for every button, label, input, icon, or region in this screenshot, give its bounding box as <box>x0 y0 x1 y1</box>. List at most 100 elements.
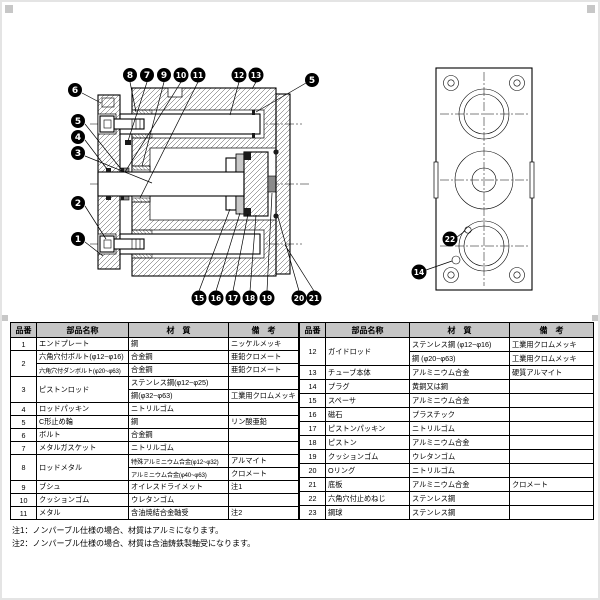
page-corner-mark <box>2 315 8 321</box>
part-name-cell: 底板 <box>325 477 410 492</box>
remarks-cell <box>228 493 299 507</box>
balloon-9: 9 <box>157 68 171 82</box>
table-row: 六角穴付ダンボルト(φ20~φ63)合金鋼亜鉛クロメート <box>11 363 299 377</box>
svg-text:16: 16 <box>211 294 221 303</box>
svg-text:19: 19 <box>262 294 272 303</box>
part-name-cell: C形止め輪 <box>36 415 129 429</box>
hex-socket-bolt-top <box>99 115 145 133</box>
col-header-name: 部品名称 <box>36 322 129 338</box>
table-row: 鋼 (φ20~φ63)工業用クロムメッキ <box>300 351 594 366</box>
col-header-no: 品番 <box>299 322 326 338</box>
table-header-row: 品番 部品名称 材 質 備 考 <box>299 322 594 338</box>
remarks-cell <box>228 428 299 442</box>
remarks-cell <box>509 393 594 408</box>
cross-section-view <box>81 81 315 292</box>
part-name-cell: ピストンロッド <box>36 376 129 403</box>
remarks-cell: 注1 <box>228 480 299 494</box>
remarks-cell <box>509 505 594 520</box>
svg-text:6: 6 <box>72 86 78 96</box>
balloon-5b: 5 <box>305 73 319 87</box>
construction-drawing: 6 5 4 3 2 1 8 7 9 10 11 12 13 5 15 16 17… <box>68 67 535 306</box>
page-corner-mark <box>5 5 13 13</box>
c-ring <box>252 110 255 115</box>
svg-text:10: 10 <box>176 71 186 80</box>
material-cell: アルミニウム合金 <box>409 435 510 450</box>
sensor-slot <box>433 161 439 199</box>
hex-socket-bolt-bottom <box>99 235 145 253</box>
sensor-slot <box>529 161 535 199</box>
leader-lines <box>81 81 315 292</box>
remarks-cell: 注2 <box>228 506 299 520</box>
balloon-13: 13 <box>248 67 264 83</box>
part-no-cell: 21 <box>299 477 326 492</box>
part-no-cell: 6 <box>10 428 37 442</box>
part-name-cell: エンドプレート <box>36 337 129 351</box>
guide-rod-hole-top <box>458 88 510 140</box>
svg-text:2: 2 <box>75 199 81 209</box>
part-name-cell: 六角穴付止めねじ <box>325 491 410 506</box>
o-rings <box>273 149 279 219</box>
svg-text:8: 8 <box>127 71 133 81</box>
part-no-cell: 11 <box>10 506 37 520</box>
balloon-5: 5 <box>71 114 85 128</box>
balloon-12: 12 <box>231 67 247 83</box>
svg-text:11: 11 <box>193 71 203 80</box>
material-cell: アルミニウム合金 <box>409 365 510 380</box>
part-no-cell: 5 <box>10 415 37 429</box>
balloon-2: 2 <box>71 196 85 210</box>
part-no-cell: 23 <box>299 505 326 520</box>
part-no-cell: 20 <box>299 463 326 478</box>
remarks-cell: ニッケルメッキ <box>228 337 299 351</box>
port <box>167 87 183 98</box>
material-cell: プラスチック <box>409 407 510 422</box>
part-name-cell: クッションゴム <box>36 493 129 507</box>
material-cell: 含油焼結合金軸受 <box>128 506 229 520</box>
balloon-21: 21 <box>306 290 322 306</box>
part-name-cell: ロッドパッキン <box>36 402 129 416</box>
svg-text:17: 17 <box>228 294 238 303</box>
balloon-18: 18 <box>242 290 258 306</box>
remarks-cell: 工業用クロムメッキ <box>509 351 594 366</box>
leader-lines <box>425 230 466 271</box>
col-header-remarks: 備 考 <box>228 322 299 338</box>
svg-text:7: 7 <box>144 71 150 81</box>
balloon-14: 14 <box>411 264 427 280</box>
remarks-cell: クロメート <box>509 477 594 492</box>
balloon-8: 8 <box>123 68 137 82</box>
svg-text:20: 20 <box>294 294 304 303</box>
svg-text:12: 12 <box>234 71 244 80</box>
c-ring <box>121 168 124 172</box>
svg-text:5: 5 <box>309 76 315 86</box>
balloon-15: 15 <box>191 290 207 306</box>
metal-gasket <box>125 140 131 145</box>
col-header-name: 部品名称 <box>325 322 410 338</box>
part-no-cell: 15 <box>299 393 326 408</box>
remarks-cell: 工業用クロムメッキ <box>228 389 299 403</box>
svg-text:18: 18 <box>245 294 255 303</box>
note-1: 注1：ノンパーブル仕様の場合、材質はアルミになります。 <box>12 526 224 535</box>
note-2: 注2：ノンパーブル仕様の場合、材質は含油鋳鉄製軸受になります。 <box>12 538 256 548</box>
remarks-cell <box>228 441 299 455</box>
col-header-remarks: 備 考 <box>509 322 594 338</box>
centerline <box>440 72 528 286</box>
c-ring <box>121 196 124 200</box>
part-no-cell: 13 <box>299 365 326 380</box>
material-cell: ステンレス鋼 <box>409 491 510 506</box>
remarks-cell: 亜鉛クロメート <box>228 350 299 364</box>
material-cell: 合金鋼 <box>128 363 229 377</box>
